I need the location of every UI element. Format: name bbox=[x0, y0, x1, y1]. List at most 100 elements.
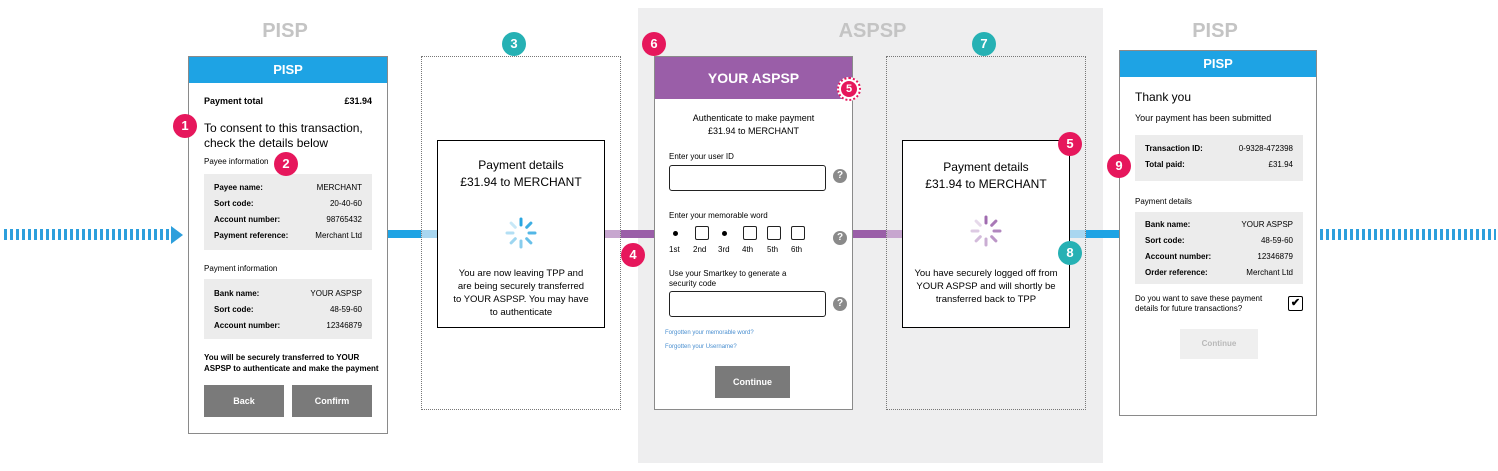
detail-row: Account number:12346879 bbox=[1145, 252, 1293, 264]
memorable-char-2-input[interactable] bbox=[695, 226, 709, 240]
consent-text-line1: To consent to this transaction, bbox=[204, 121, 363, 135]
transfer-back-frame bbox=[886, 56, 1086, 410]
logged-off-msg-line2: YOUR ASPSP and will shortly be bbox=[916, 281, 1056, 292]
leaving-tpp-dialog: Payment details £31.94 to MERCHANT You a… bbox=[437, 140, 605, 328]
memorable-char-4-input[interactable] bbox=[743, 226, 757, 240]
auth-text-line1: Authenticate to make payment bbox=[692, 113, 815, 123]
detail-row: Bank name:YOUR ASPSP bbox=[1145, 220, 1293, 232]
section-title-pisp-left: PISP bbox=[262, 20, 308, 42]
row-value: £31.94 bbox=[1268, 160, 1293, 169]
connector-4-5-fade bbox=[1070, 230, 1086, 238]
payee-row: Sort code: 20-40-60 bbox=[214, 199, 362, 211]
connector-3-4-fade bbox=[886, 230, 902, 238]
char-label: 6th bbox=[791, 245, 803, 254]
pisp-continue-button[interactable]: Continue bbox=[1180, 329, 1258, 359]
connector-2-3 bbox=[621, 230, 654, 238]
row-value: 48-59-60 bbox=[329, 305, 362, 314]
save-details-checkbox[interactable]: ✔ bbox=[1288, 296, 1303, 311]
logged-off-msg-line1: You have securely logged off from bbox=[914, 268, 1058, 279]
auth-text-line2: £31.94 to MERCHANT bbox=[707, 126, 800, 136]
row-key: Account number: bbox=[214, 215, 281, 224]
memorable-char-3-filled bbox=[722, 231, 727, 236]
security-code-help-icon[interactable]: ? bbox=[833, 297, 847, 311]
row-value: 12346879 bbox=[326, 321, 362, 330]
smartkey-label-line1: Use your Smartkey to generate a bbox=[669, 269, 787, 278]
transfer-out-frame bbox=[421, 56, 621, 410]
dialog-title-line1: Payment details bbox=[943, 160, 1029, 174]
payee-row: Account number: 98765432 bbox=[214, 215, 362, 227]
incoming-flow-dots bbox=[4, 229, 170, 240]
aspsp-auth-screen: YOUR ASPSP Authenticate to make payment … bbox=[654, 56, 853, 410]
section-title-pisp-right: PISP bbox=[1192, 20, 1238, 42]
step-badge-8: 8 bbox=[1058, 241, 1082, 265]
row-value: 20-40-60 bbox=[329, 199, 362, 208]
step-badge-2: 2 bbox=[274, 152, 298, 176]
row-key: Account number: bbox=[214, 321, 281, 330]
loading-spinner-icon bbox=[505, 217, 537, 249]
row-key: Sort code: bbox=[1145, 236, 1185, 245]
row-value: Merchant Ltd bbox=[315, 231, 362, 240]
char-label: 4th bbox=[742, 245, 754, 254]
step-badge-6: 6 bbox=[642, 32, 666, 56]
row-value: 0-9328-472398 bbox=[1238, 144, 1293, 153]
loading-spinner-icon bbox=[970, 215, 1002, 247]
badge-number: 5 bbox=[841, 81, 857, 97]
payee-row: Payee name:MERCHANT bbox=[214, 183, 362, 195]
payment-information-heading: Payment information bbox=[204, 264, 278, 273]
confirm-button[interactable]: Confirm bbox=[292, 385, 372, 417]
row-key: Payment reference: bbox=[214, 231, 289, 240]
consent-text-line2: check the details below bbox=[204, 136, 329, 150]
row-key: Total paid: bbox=[1145, 160, 1185, 169]
security-code-input[interactable] bbox=[669, 291, 826, 317]
payment-row: Account number: 12346879 bbox=[214, 321, 362, 333]
pisp-header: PISP bbox=[1120, 51, 1316, 77]
payment-row: Sort code: 48-59-60 bbox=[214, 305, 362, 317]
char-label: 1st bbox=[669, 245, 680, 254]
leaving-msg-line2: are being securely transferred bbox=[457, 281, 585, 292]
summary-row: Transaction ID:0-9328-472398 bbox=[1145, 144, 1293, 156]
user-id-label: Enter your user ID bbox=[669, 152, 734, 161]
step-badge-4: 4 bbox=[621, 243, 645, 267]
pisp-header: PISP bbox=[189, 57, 387, 83]
step-badge-9: 9 bbox=[1107, 154, 1131, 178]
payment-total-label: Payment total bbox=[204, 96, 264, 106]
char-label: 3rd bbox=[718, 245, 730, 254]
step-badge-1: 1 bbox=[173, 114, 197, 138]
save-details-line1: Do you want to save these payment bbox=[1135, 294, 1263, 303]
connector-3-4 bbox=[853, 230, 886, 238]
row-value: 12346879 bbox=[1257, 252, 1293, 261]
memorable-char-6-input[interactable] bbox=[791, 226, 805, 240]
payee-information-heading: Payee information bbox=[204, 157, 269, 166]
transfer-notice-line1: You will be securely transferred to YOUR bbox=[204, 353, 360, 362]
row-value: 98765432 bbox=[326, 215, 362, 224]
section-title-aspsp: ASPSP bbox=[838, 20, 907, 42]
leaving-msg-line1: You are now leaving TPP and bbox=[458, 268, 584, 279]
user-id-help-icon[interactable]: ? bbox=[833, 169, 847, 183]
dialog-title-line1: Payment details bbox=[478, 158, 564, 172]
row-key: Sort code: bbox=[214, 305, 254, 314]
pisp-consent-screen: PISP Payment total £31.94 To consent to … bbox=[188, 56, 388, 434]
row-value: Merchant Ltd bbox=[1246, 268, 1293, 277]
dialog-title-line2: £31.94 to MERCHANT bbox=[925, 177, 1047, 191]
connector-2-3-fade bbox=[605, 230, 621, 238]
summary-row: Total paid: £31.94 bbox=[1145, 160, 1293, 172]
row-value: 48-59-60 bbox=[1260, 236, 1293, 245]
forgot-memorable-word-link[interactable]: Forgotten your memorable word? bbox=[665, 330, 754, 336]
aspsp-continue-button[interactable]: Continue bbox=[715, 366, 790, 398]
row-key: Sort code: bbox=[214, 199, 254, 208]
back-button[interactable]: Back bbox=[204, 385, 284, 417]
payment-total-value: £31.94 bbox=[344, 96, 372, 106]
smartkey-label-line2: security code bbox=[669, 279, 717, 288]
row-key: Bank name: bbox=[214, 289, 260, 298]
user-id-input[interactable] bbox=[669, 165, 826, 191]
connector-1-2-fade bbox=[421, 230, 437, 238]
row-value: YOUR ASPSP bbox=[310, 289, 362, 298]
aspsp-header: YOUR ASPSP bbox=[655, 57, 852, 99]
payment-info-box: Bank name:YOUR ASPSP Sort code:48-59-60 … bbox=[204, 279, 372, 339]
payee-row: Payment reference: Merchant Ltd bbox=[214, 231, 362, 243]
forgot-username-link[interactable]: Forgotten your Username? bbox=[665, 344, 737, 350]
memorable-word-help-icon[interactable]: ? bbox=[833, 231, 847, 245]
logged-off-msg-line3: transferred back to TPP bbox=[935, 294, 1037, 305]
memorable-char-5-input[interactable] bbox=[767, 226, 781, 240]
row-key: Bank name: bbox=[1145, 220, 1191, 229]
